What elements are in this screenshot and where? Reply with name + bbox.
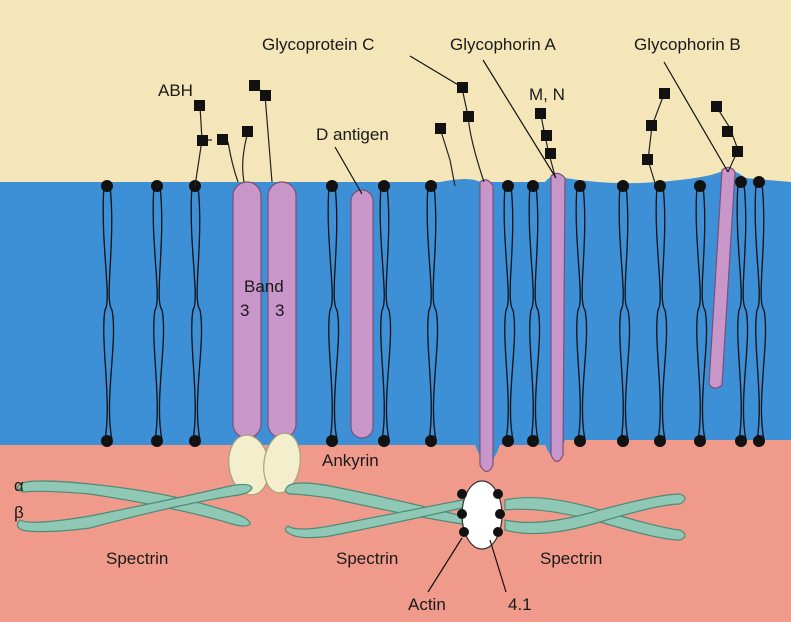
lipid-heads [101, 176, 765, 447]
abh-carbohydrate-chains [194, 80, 273, 187]
label-spectrin-left: Spectrin [106, 549, 168, 568]
label-beta: β [14, 503, 24, 522]
lipid-tails [102, 183, 767, 441]
extracellular-region [0, 0, 791, 185]
label-abh: ABH [158, 81, 193, 100]
label-spectrin-middle: Spectrin [336, 549, 398, 568]
glycophorin-b-protein [708, 166, 736, 389]
label-glycophorin-a: Glycophorin A [450, 35, 556, 54]
d-antigen-protein [350, 189, 374, 439]
glycophorin-b-carbohydrates [642, 88, 743, 184]
label-spectrin-right: Spectrin [540, 549, 602, 568]
label-d-antigen: D antigen [316, 125, 389, 144]
spectrin-middle [284, 482, 467, 539]
glycophorin-a-carbohydrates [535, 108, 556, 177]
label-band3-num-right: 3 [275, 301, 284, 320]
label-band3-num-left: 3 [240, 301, 249, 320]
cytoplasm-region [0, 440, 791, 622]
label-glycoprotein-c: Glycoprotein C [262, 35, 374, 54]
label-actin: Actin [408, 595, 446, 614]
glycophorin-a-protein [550, 172, 566, 463]
label-glycophorin-b: Glycophorin B [634, 35, 741, 54]
label-leader-lines [334, 55, 729, 593]
spectrin-right [504, 493, 686, 541]
spectrin-left [16, 480, 253, 533]
label-ankyrin: Ankyrin [322, 451, 379, 470]
membrane-bilayer [0, 170, 791, 463]
glycoprotein-c-carbohydrates [435, 82, 485, 187]
label-band3-word: Band [244, 277, 284, 296]
label-mn: M, N [529, 85, 565, 104]
protein-41-dots [457, 489, 505, 537]
ankyrin-right [263, 432, 301, 494]
label-protein-41: 4.1 [508, 595, 532, 614]
label-alpha: α [14, 476, 24, 495]
glycoprotein-c-protein [479, 179, 494, 473]
